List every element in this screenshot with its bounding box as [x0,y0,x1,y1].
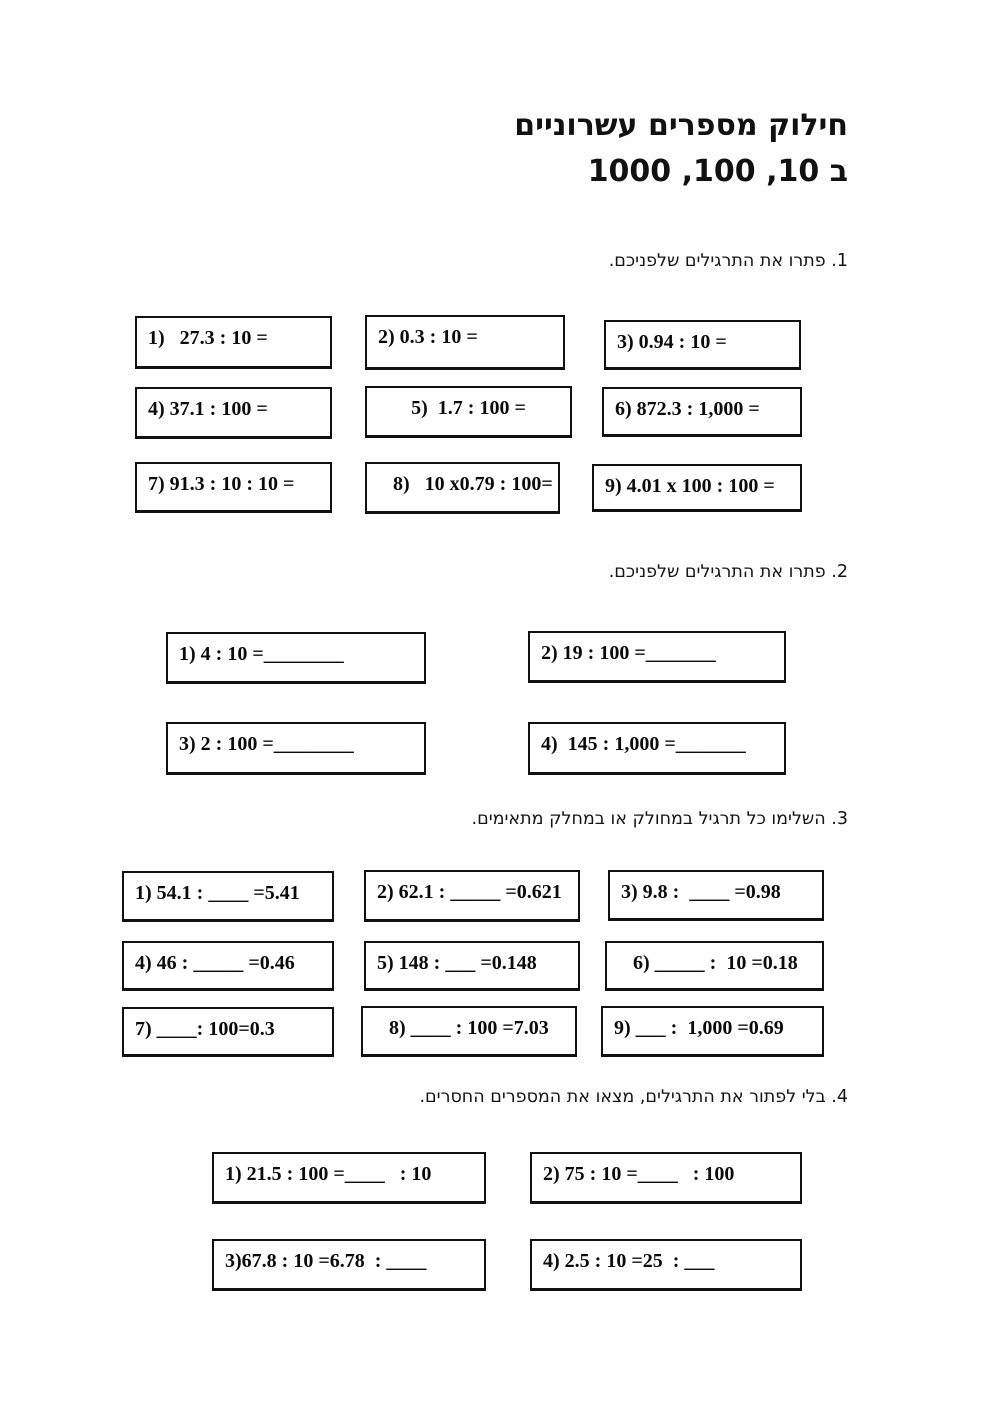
exercise-text: 2) 19 : 100 =_______ [541,642,716,664]
exercise-box-1-8[interactable]: 8) 10 x0.79 : 100= [365,462,560,514]
exercise-text: 1) 54.1 : ____ =5.41 [135,882,300,904]
exercise-text: 2) 0.3 : 10 = [378,326,478,348]
exercise-text: 9) ___ : 1,000 =0.69 [614,1017,784,1039]
exercise-box-3-4[interactable]: 4) 46 : _____ =0.46 [122,941,334,991]
exercise-box-1-4[interactable]: 4) 37.1 : 100 = [135,387,332,439]
exercise-text: 4) 2.5 : 10 =25 : ___ [543,1250,715,1272]
section-4-heading: 4. בלי לפתור את התרגילים, מצאו את המספרי… [419,1087,848,1107]
page-title-line-1: חילוק מספרים עשרוניים [514,108,848,143]
exercise-text: 7) ____: 100=0.3 [135,1018,275,1040]
exercise-box-4-2[interactable]: 2) 75 : 10 =____ : 100 [530,1152,802,1204]
exercise-text: 1) 21.5 : 100 =____ : 10 [225,1163,432,1185]
exercise-box-1-1[interactable]: 1) 27.3 : 10 = [135,316,332,369]
exercise-box-2-4[interactable]: 4) 145 : 1,000 =_______ [528,722,786,775]
section-3-heading: 3. השלימו כל תרגיל במחולק או במחלק מתאימ… [471,809,848,829]
section-1-heading: 1. פתרו את התרגילים שלפניכם. [608,251,848,271]
exercise-text: 1) 27.3 : 10 = [148,327,268,349]
exercise-text: 2) 75 : 10 =____ : 100 [543,1163,735,1185]
exercise-text: 3) 2 : 100 =________ [179,733,354,755]
exercise-box-4-3[interactable]: 3)67.8 : 10 =6.78 : ____ [212,1239,486,1291]
exercise-text: 5) 1.7 : 100 = [411,397,526,419]
exercise-text: 8) ____ : 100 =7.03 [389,1017,549,1039]
exercise-box-1-5[interactable]: 5) 1.7 : 100 = [365,386,572,438]
exercise-box-3-6[interactable]: 6) _____ : 10 =0.18 [605,941,824,991]
exercise-box-2-2[interactable]: 2) 19 : 100 =_______ [528,631,786,683]
exercise-text: 2) 62.1 : _____ =0.621 [377,881,562,903]
exercise-box-1-9[interactable]: 9) 4.01 x 100 : 100 = [592,464,802,512]
exercise-box-2-1[interactable]: 1) 4 : 10 =________ [166,632,426,684]
exercise-text: 8) 10 x0.79 : 100= [393,473,553,495]
exercise-box-2-3[interactable]: 3) 2 : 100 =________ [166,722,426,775]
exercise-box-1-7[interactable]: 7) 91.3 : 10 : 10 = [135,462,332,513]
exercise-box-4-1[interactable]: 1) 21.5 : 100 =____ : 10 [212,1152,486,1204]
exercise-text: 6) 872.3 : 1,000 = [615,398,760,420]
page-title-line-2: ב 10, 100, 1000 [587,153,848,189]
exercise-box-1-2[interactable]: 2) 0.3 : 10 = [365,315,565,370]
exercise-text: 3) 9.8 : ____ =0.98 [621,881,781,903]
exercise-box-1-3[interactable]: 3) 0.94 : 10 = [604,320,801,370]
exercise-text: 6) _____ : 10 =0.18 [633,952,798,974]
exercise-text: 3)67.8 : 10 =6.78 : ____ [225,1250,427,1272]
exercise-box-3-8[interactable]: 8) ____ : 100 =7.03 [361,1006,577,1057]
exercise-text: 4) 37.1 : 100 = [148,398,268,420]
exercise-box-3-1[interactable]: 1) 54.1 : ____ =5.41 [122,871,334,922]
page-title: חילוק מספרים עשרוניים ב 10, 100, 1000 [148,104,848,193]
exercise-box-3-5[interactable]: 5) 148 : ___ =0.148 [364,941,580,991]
exercise-text: 4) 145 : 1,000 =_______ [541,733,746,755]
exercise-box-3-9[interactable]: 9) ___ : 1,000 =0.69 [601,1006,824,1057]
section-2-heading: 2. פתרו את התרגילים שלפניכם. [608,562,848,582]
exercise-text: 3) 0.94 : 10 = [617,331,727,353]
exercise-text: 1) 4 : 10 =________ [179,643,344,665]
exercise-text: 9) 4.01 x 100 : 100 = [605,475,775,497]
exercise-box-4-4[interactable]: 4) 2.5 : 10 =25 : ___ [530,1239,802,1291]
exercise-box-3-2[interactable]: 2) 62.1 : _____ =0.621 [364,870,580,922]
exercise-text: 4) 46 : _____ =0.46 [135,952,295,974]
exercise-text: 7) 91.3 : 10 : 10 = [148,473,295,495]
exercise-box-3-7[interactable]: 7) ____: 100=0.3 [122,1007,334,1057]
exercise-box-1-6[interactable]: 6) 872.3 : 1,000 = [602,387,802,437]
exercise-text: 5) 148 : ___ =0.148 [377,952,537,974]
exercise-box-3-3[interactable]: 3) 9.8 : ____ =0.98 [608,870,824,921]
